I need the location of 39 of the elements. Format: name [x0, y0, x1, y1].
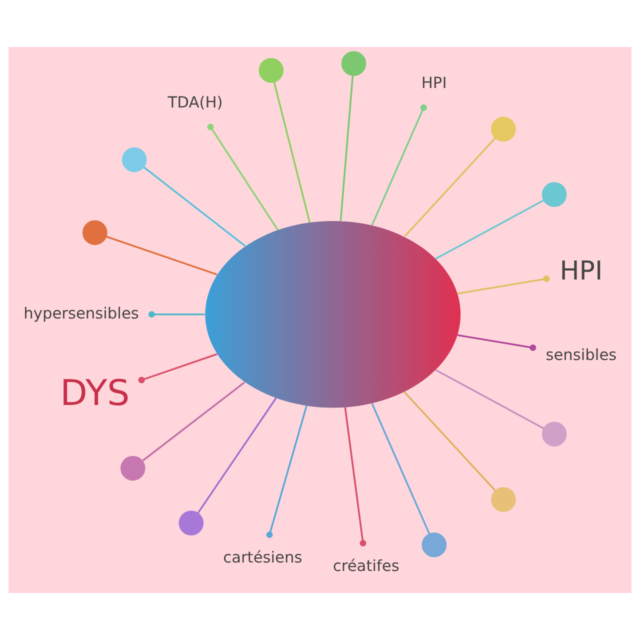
node-circle: [258, 58, 284, 83]
connector: [404, 138, 496, 237]
node-circle: [122, 147, 147, 172]
node-text: HPI: [421, 74, 447, 92]
node-circle: [422, 532, 447, 558]
node-circle: [82, 220, 108, 246]
connector: [344, 407, 366, 546]
connector: [457, 275, 550, 294]
connector: [435, 369, 544, 430]
node-text: HPI: [560, 256, 603, 287]
connector: [371, 403, 430, 534]
node-text: hypersensibles: [24, 304, 139, 322]
node-text: DYS: [60, 372, 130, 414]
node-circle: [178, 510, 204, 536]
connector: [148, 311, 205, 318]
node-circle: [341, 51, 366, 76]
connector: [197, 398, 277, 514]
connector: [340, 76, 354, 222]
connector: [142, 382, 246, 462]
connector: [435, 200, 544, 260]
node-text: TDA(H): [168, 94, 223, 112]
connector: [404, 391, 496, 492]
node-picture: [205, 220, 461, 408]
node-circle: [120, 456, 146, 481]
connector: [371, 104, 427, 226]
connector: [138, 353, 218, 384]
connector: [273, 82, 311, 223]
node-circle: [542, 422, 567, 447]
connector: [207, 124, 278, 230]
connector: [266, 406, 308, 538]
node-circle: [491, 487, 516, 512]
node-text: cartésiens: [223, 548, 302, 566]
connector: [144, 166, 246, 247]
connector: [106, 236, 218, 276]
node-text: créatifes: [332, 557, 400, 576]
node-circle: [542, 182, 567, 207]
node-circle: [491, 116, 516, 142]
connector: [457, 334, 536, 351]
node-text: sensibles: [546, 346, 617, 364]
